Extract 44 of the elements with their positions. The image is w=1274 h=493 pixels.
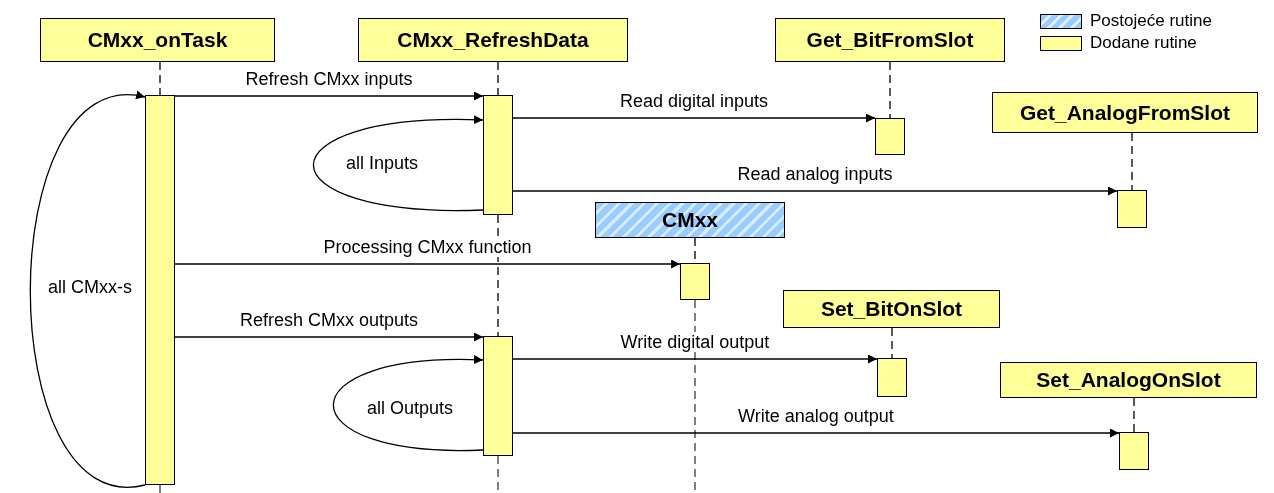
message-arrow [512, 354, 878, 364]
activation-bar [145, 95, 175, 485]
edge-label: Read analog inputs [735, 164, 895, 184]
lifeline [889, 61, 891, 119]
loop-arrow [332, 355, 484, 451]
edge-label: Refresh CMxx inputs [243, 69, 415, 89]
message-arrow [174, 332, 484, 342]
activation-bar [680, 263, 710, 300]
edge-label: all Outputs [366, 398, 455, 418]
lifeline [159, 61, 161, 96]
routine-box: Get_BitFromSlot [775, 18, 1005, 62]
loop-arrow [312, 115, 484, 211]
message-arrow [174, 259, 681, 269]
activation-bar [875, 118, 905, 155]
activation-bar [483, 336, 513, 456]
routine-box: CMxx_RefreshData [358, 18, 628, 62]
activation-bar [877, 358, 907, 397]
activation-bar [1119, 432, 1149, 470]
lifeline [497, 214, 499, 337]
lifeline [497, 61, 499, 96]
edge-label: Processing CMxx function [321, 237, 534, 257]
existing-routine-box: CMxx [595, 202, 785, 238]
loop-arrow [29, 92, 146, 486]
edge-label: Refresh CMxx outputs [238, 310, 421, 330]
message-arrow [512, 186, 1118, 196]
edge-label: all Inputs [345, 153, 420, 173]
routine-box: Set_BitOnSlot [783, 290, 1000, 328]
edge-label: Write digital output [618, 332, 772, 352]
edge-label: all CMxx-s [47, 277, 133, 297]
edge-label: Read digital inputs [618, 91, 771, 111]
legend-label: Postojeće rutine [1090, 12, 1212, 30]
message-arrow [174, 91, 484, 101]
activation-bar [483, 95, 513, 215]
routine-box: Get_AnalogFromSlot [992, 92, 1258, 133]
legend-label: Dodane rutine [1090, 34, 1197, 52]
lifeline [891, 327, 893, 359]
lifeline [1131, 132, 1133, 191]
routine-box: CMxx_onTask [40, 18, 275, 62]
message-arrow [512, 428, 1120, 438]
edge-label: Write analog output [736, 406, 896, 426]
message-arrow [512, 113, 876, 123]
lifeline [1133, 397, 1135, 433]
routine-box: Set_AnalogOnSlot [1000, 362, 1257, 398]
activation-bar [1117, 190, 1147, 228]
